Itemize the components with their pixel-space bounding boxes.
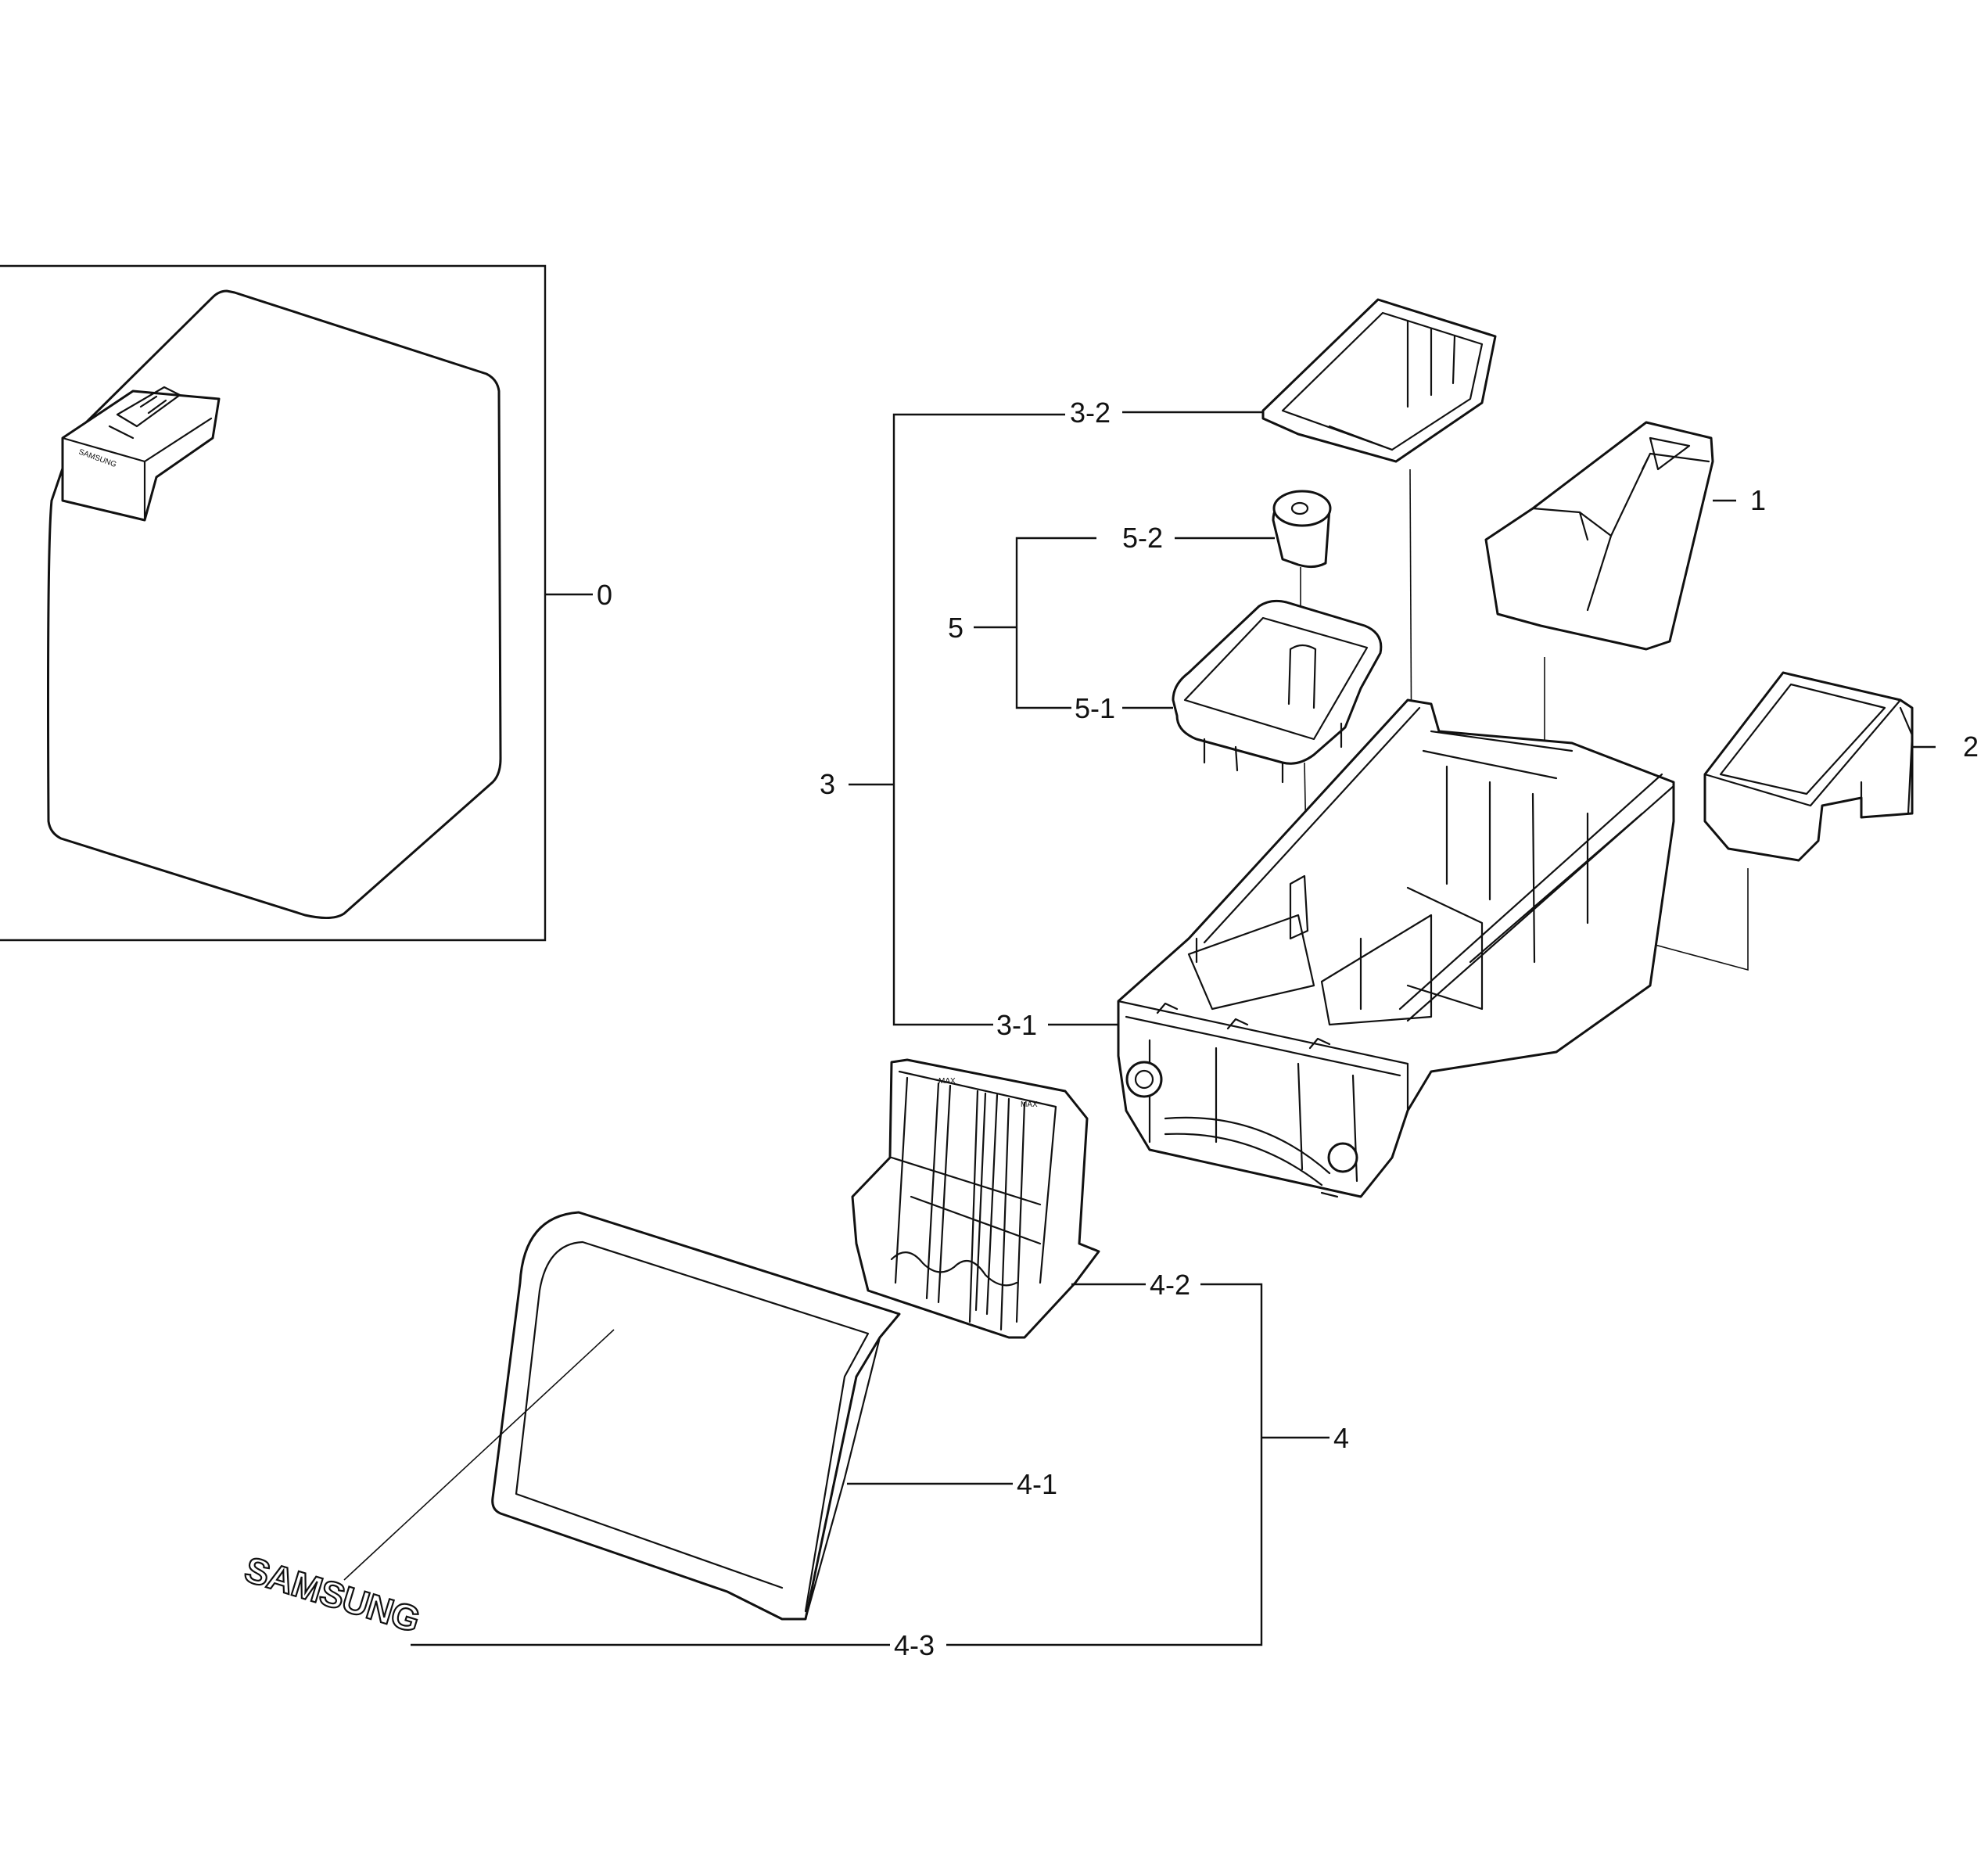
frame-4-2-inner: [890, 1070, 1057, 1331]
part-1-detergent-bin: [1484, 421, 1736, 841]
frame-4-2-ribs: [925, 1082, 1026, 1323]
callout-4-3: 4-3: [894, 1629, 935, 1661]
housing-3-1-rail-right: [1398, 773, 1675, 1022]
cup-5-1-rim: [1183, 616, 1369, 741]
callout-0: 0: [597, 579, 612, 611]
cap-5-2-top: [1272, 490, 1332, 527]
bin-1-rim: [1484, 452, 1710, 612]
callout-labels: 0 1 2 3 3-2 3-1 5 5-2 5-1 4 4-2 4-1 4-3: [597, 397, 1979, 1661]
part-0-washer-overview: SAMSUNG: [0, 264, 593, 942]
housing-3-1-siphon-slot: [1289, 874, 1309, 940]
callout-leaders: [411, 411, 1330, 1646]
housing-3-1-tabs: [1156, 1002, 1339, 1198]
panel-4-1-edge: [804, 1336, 881, 1621]
cup-5-1-stem: [1287, 644, 1317, 709]
bracket-5: [1015, 537, 1096, 709]
part-4-2-drawer-frame: MAX MAX: [851, 1058, 1100, 1339]
frame-4-2-body: [851, 1058, 1100, 1339]
housing-3-1-inlet-right: [1327, 1142, 1358, 1173]
samsung-logo-badge: SAMSUNG: [240, 1549, 428, 1641]
frame-4-2-waves: [890, 1251, 1018, 1287]
washer-dispenser-drawer: [61, 390, 221, 522]
callout-3-1: 3-1: [996, 1009, 1037, 1041]
housing-3-1-inlet-left-inner: [1134, 1069, 1154, 1090]
part-4-1-drawer-panel: [343, 1211, 901, 1621]
bracket-4: [946, 1283, 1263, 1646]
housing-3-1-inlet-left: [1125, 1061, 1163, 1098]
callout-1: 1: [1750, 484, 1766, 516]
callout-3: 3: [820, 768, 835, 800]
cup-5-1-body: [1172, 599, 1383, 765]
housing-3-1-rail-left: [1187, 698, 1421, 964]
frame-4-2-mark-b: MAX: [1021, 1100, 1038, 1109]
overview-frame: [0, 264, 547, 942]
callout-4-2: 4-2: [1150, 1269, 1190, 1301]
part-3-2-tray-cover: [1261, 298, 1497, 779]
panel-4-1-face: [515, 1240, 870, 1613]
tray-3-2-body: [1261, 298, 1497, 463]
callout-5: 5: [948, 612, 963, 644]
callout-3-2: 3-2: [1070, 397, 1111, 429]
cup-5-1-feet: [1203, 722, 1343, 784]
callout-4: 4: [1333, 1422, 1349, 1454]
frame-4-2-mark-a: MAX: [938, 1077, 956, 1086]
callout-5-1: 5-1: [1075, 692, 1115, 724]
housing-3-1-front-arch: [1164, 1116, 1331, 1187]
callout-5-2: 5-2: [1122, 522, 1163, 554]
bracket-3: [892, 413, 1065, 1026]
tray-3-2-ribs: [1328, 319, 1456, 451]
bin-1-body: [1484, 421, 1714, 651]
panel-4-1-logo-guide: [343, 1329, 615, 1581]
washer-dispenser-face: [61, 417, 213, 522]
bin-1-inner: [1649, 436, 1691, 471]
cap-5-2-hole: [1290, 501, 1309, 515]
callout-4-1: 4-1: [1017, 1468, 1057, 1500]
cup-2-side: [1860, 706, 1914, 815]
housing-3-1-cross-ribs: [1422, 730, 1589, 964]
housing-3-1-body: [1117, 698, 1675, 1198]
part-4-3-logo-badge: SAMSUNG: [239, 1548, 429, 1643]
washer-dispenser-inner: [108, 386, 181, 440]
part-5-2-siphon-cap: [1272, 490, 1332, 634]
cup-2-rim: [1703, 683, 1902, 807]
part-3-1-dispenser-housing: [1117, 698, 1675, 1198]
washer-cabinet: [47, 289, 502, 919]
cup-2-body: [1703, 671, 1914, 862]
housing-3-1-compartments: [1187, 886, 1484, 1026]
callout-2: 2: [1963, 731, 1979, 763]
